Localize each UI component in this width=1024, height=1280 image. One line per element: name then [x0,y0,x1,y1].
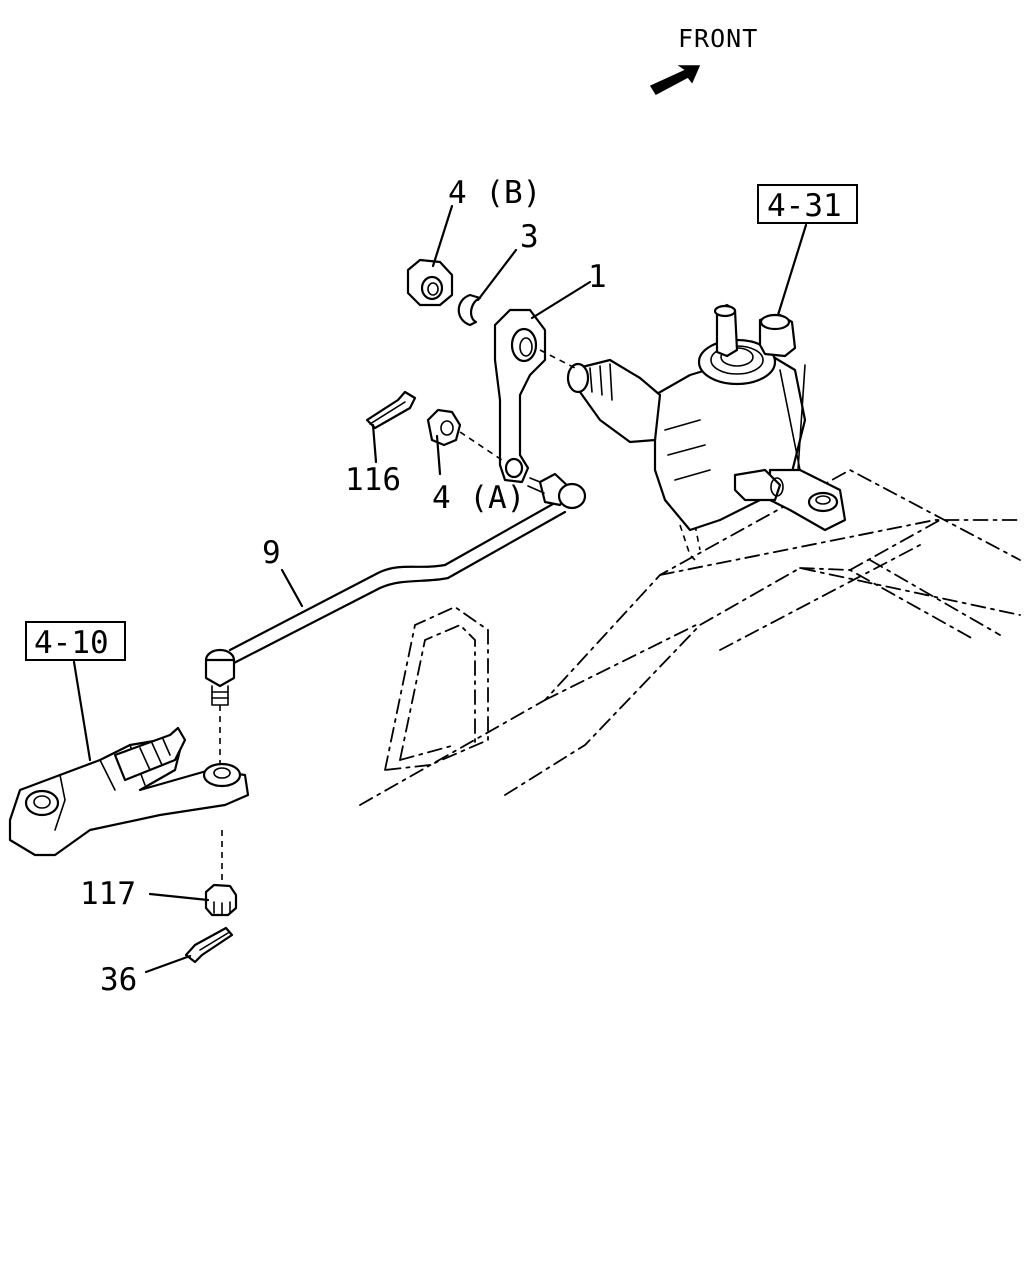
nut-b [406,258,454,307]
front-label: FRONT [678,24,758,53]
callout-nut-a: 4 (A) [432,480,525,516]
nut-a [426,408,506,463]
ref-knuckle-text: 4-10 [34,625,109,661]
ref-box-knuckle: 4-10 [25,621,126,762]
cotter-pin-upper [365,390,417,430]
callout-pitman-arm: 1 [588,259,607,295]
ref-steering-gear-text: 4-31 [767,188,842,224]
callout-cotter-pin-upper: 116 [345,462,401,498]
callout-snap-ring: 3 [520,219,539,255]
callout-castle-nut: 117 [80,876,136,912]
callout-drag-link: 9 [262,535,281,571]
vehicle-frame [359,468,1021,806]
callout-cotter-pin-lower: 36 [100,962,137,998]
pitman-arm [493,308,576,484]
drag-link [204,472,587,770]
knuckle-arm [8,726,250,885]
snap-ring [457,293,482,327]
front-arrow-icon [649,65,701,95]
ref-box-steering-gear: 4-31 [757,184,858,317]
castle-nut [204,883,238,917]
callout-nut-b: 4 (B) [448,175,541,211]
steering-gear-box [566,303,847,561]
cotter-pin-lower [184,926,234,964]
